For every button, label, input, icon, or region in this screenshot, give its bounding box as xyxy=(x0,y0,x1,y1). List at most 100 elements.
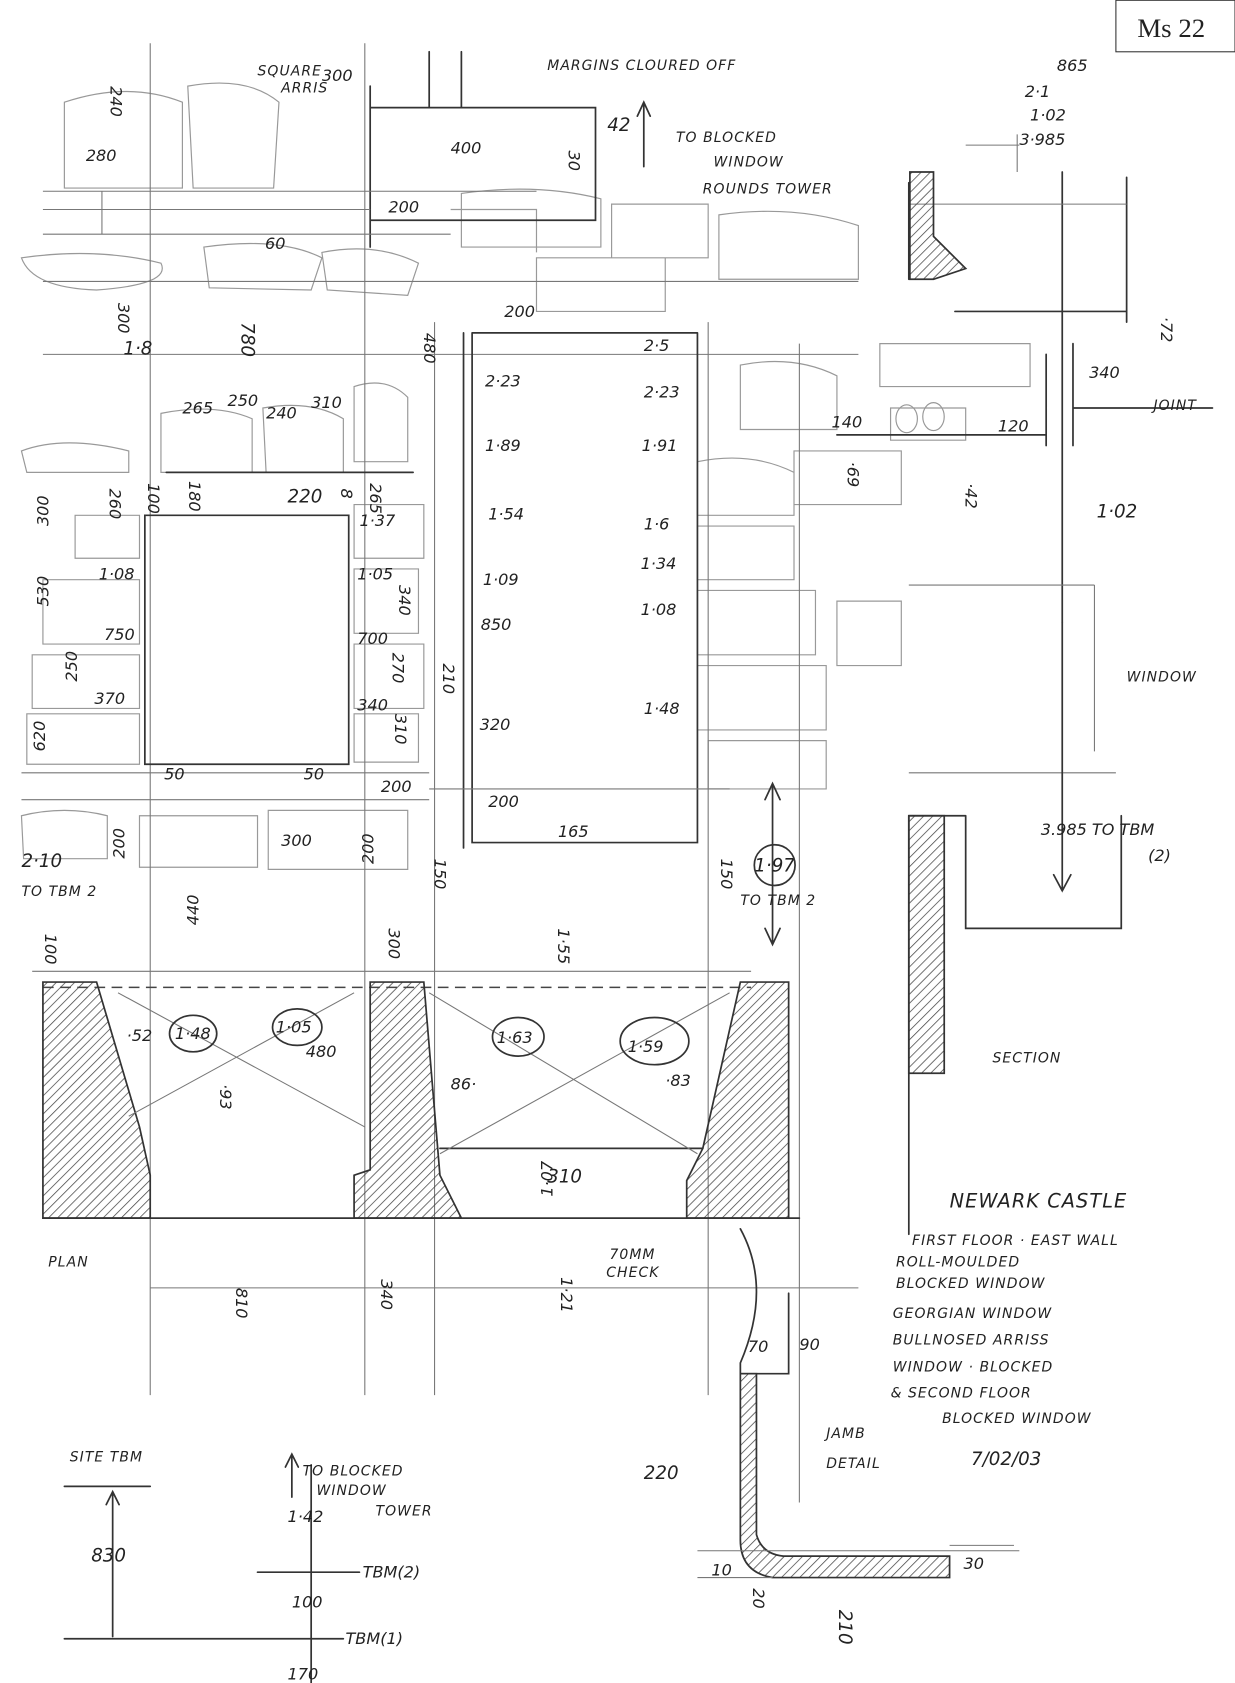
note-line: GEORGIAN WINDOW xyxy=(893,1306,1053,1322)
sheet-id-box: Ms 22 xyxy=(1115,0,1235,53)
dimension: 30 xyxy=(565,151,584,171)
dimension: 150 xyxy=(431,859,450,890)
calc: 865 xyxy=(1057,56,1088,75)
dimension: 370 xyxy=(94,689,125,708)
detail-label: DETAIL xyxy=(826,1456,881,1472)
dimension: 300 xyxy=(114,303,133,334)
dimension: ·42 xyxy=(962,483,981,509)
dimension: 10 xyxy=(711,1560,731,1579)
dimension: 240 xyxy=(107,86,126,117)
annotation: WINDOW xyxy=(714,155,784,171)
dimension: 200 xyxy=(504,302,535,321)
dimension: 250 xyxy=(227,391,258,410)
dimension: 200 xyxy=(109,828,128,859)
annotation: TO BLOCKED xyxy=(676,130,777,146)
dimension: 1·54 xyxy=(488,505,524,524)
dimension: 1·89 xyxy=(485,436,521,455)
dimension: 340 xyxy=(395,585,414,616)
dimension: 280 xyxy=(86,146,117,165)
dimension: 1·42 xyxy=(288,1507,324,1526)
dimension: 300 xyxy=(33,495,52,526)
dimension: 340 xyxy=(1089,363,1120,382)
dimension: 750 xyxy=(104,625,135,644)
dimension: 20 xyxy=(749,1588,768,1608)
dimension: 1·63 xyxy=(497,1028,533,1047)
calc: 2·1 xyxy=(1025,82,1051,101)
dimension: 30 xyxy=(964,1554,984,1573)
tbm-diagram xyxy=(63,1452,361,1683)
annotation: ROUNDS TOWER xyxy=(703,181,833,197)
note-line: BULLNOSED ARRISS xyxy=(893,1333,1050,1349)
sheet-id: Ms 22 xyxy=(1137,13,1205,43)
dimension: 200 xyxy=(388,198,419,217)
dimension: 1·59 xyxy=(628,1037,664,1056)
dimension: 620 xyxy=(30,721,49,752)
dimension: 220 xyxy=(644,1463,679,1484)
dimension: 1·09 xyxy=(483,570,519,589)
dimension: ·69 xyxy=(844,462,863,488)
annotation: (2) xyxy=(1148,846,1171,865)
annotation: ARRIS xyxy=(280,81,328,97)
dimension: 8 xyxy=(337,488,356,498)
dimension: 1·08 xyxy=(641,600,677,619)
dimension: 86· xyxy=(451,1074,477,1093)
dimension: 300 xyxy=(384,928,403,959)
note-line: & SECOND FLOOR xyxy=(891,1385,1032,1401)
dimension: 100 xyxy=(292,1593,323,1612)
jamb-label: JAMB xyxy=(823,1426,866,1442)
plan-label: PLAN xyxy=(48,1254,88,1270)
dimension: 700 xyxy=(357,629,388,648)
dimension: 320 xyxy=(480,715,511,734)
dimension: 1·08 xyxy=(99,565,135,584)
jamb-detail-drawing xyxy=(697,1227,1020,1579)
plan-drawing xyxy=(32,970,859,1289)
dimension: 210 xyxy=(834,1610,855,1645)
dimension: 140 xyxy=(832,412,863,431)
dimension: 120 xyxy=(998,417,1029,436)
annotation: TOWER xyxy=(376,1503,433,1519)
annotation: JOINT xyxy=(1150,398,1197,414)
dimension: 1·48 xyxy=(175,1024,211,1043)
annotation: TO BLOCKED xyxy=(303,1464,404,1480)
dimension: 310 xyxy=(547,1167,582,1188)
dimension: 780 xyxy=(236,322,257,357)
dimension: ·52 xyxy=(127,1026,153,1045)
dimension: ·93 xyxy=(216,1084,235,1110)
dimension: 400 xyxy=(451,139,482,158)
drawing-date: 7/02/03 xyxy=(971,1449,1041,1470)
section-label: SECTION xyxy=(993,1051,1062,1067)
dimension: 150 xyxy=(717,859,736,890)
dimension: 50 xyxy=(164,764,184,783)
annotation: TBM(1) xyxy=(345,1629,402,1648)
dimension: 1·6 xyxy=(644,514,670,533)
notes-block: FIRST FLOOR · EAST WALL ROLL-MOULDED BLO… xyxy=(891,1233,1119,1427)
dimension: 310 xyxy=(391,714,410,745)
dimension: 70 xyxy=(748,1337,768,1356)
annotation: WINDOW xyxy=(317,1483,387,1499)
dimension: 1·91 xyxy=(642,436,678,455)
dimension: 42 xyxy=(607,115,630,136)
dimension: 300 xyxy=(281,831,312,850)
note-line: WINDOW · BLOCKED xyxy=(893,1360,1054,1376)
note-line: BLOCKED WINDOW xyxy=(896,1276,1046,1292)
elevation-drawing xyxy=(21,43,1214,1503)
dimension: 300 xyxy=(322,66,353,85)
dimension: 90 xyxy=(799,1335,819,1354)
dimension: ·83 xyxy=(665,1071,691,1090)
dimension: 200 xyxy=(381,777,412,796)
calc: 1·02 xyxy=(1030,105,1066,124)
dimension: 1·37 xyxy=(359,511,396,530)
drawing-title: NEWARK CASTLE xyxy=(950,1189,1128,1212)
dimension: 1·21 xyxy=(557,1277,576,1313)
dimension: 2·23 xyxy=(644,382,680,401)
dimension: 1·05 xyxy=(276,1017,312,1036)
dimension: 480 xyxy=(420,333,439,364)
dimension: 200 xyxy=(488,792,519,811)
dimension: 60 xyxy=(265,234,285,253)
annotation: 3.985 TO TBM xyxy=(1041,820,1155,839)
note-line: FIRST FLOOR · EAST WALL xyxy=(912,1233,1119,1249)
note-line: ROLL-MOULDED xyxy=(896,1254,1020,1270)
annotation: WINDOW xyxy=(1127,670,1197,686)
dimension: 2·23 xyxy=(485,372,521,391)
dimension: 1·48 xyxy=(644,699,680,718)
